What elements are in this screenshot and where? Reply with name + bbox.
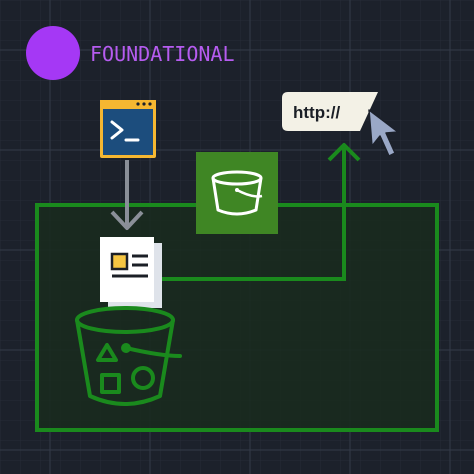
terminal-window-icon xyxy=(100,100,156,158)
url-text: http:// xyxy=(293,103,340,122)
s3-bucket-shapes-icon xyxy=(75,306,182,406)
access-path-arrow xyxy=(162,143,361,281)
bucket-boundary xyxy=(35,203,439,432)
level-dot xyxy=(26,26,80,80)
level-label: FOUNDATIONAL xyxy=(90,42,235,66)
document-icon xyxy=(100,237,162,308)
s3-bucket-icon xyxy=(196,152,278,234)
mouse-pointer-icon xyxy=(368,109,399,157)
upload-arrow xyxy=(110,160,144,230)
url-bubble: http:// xyxy=(282,92,378,131)
